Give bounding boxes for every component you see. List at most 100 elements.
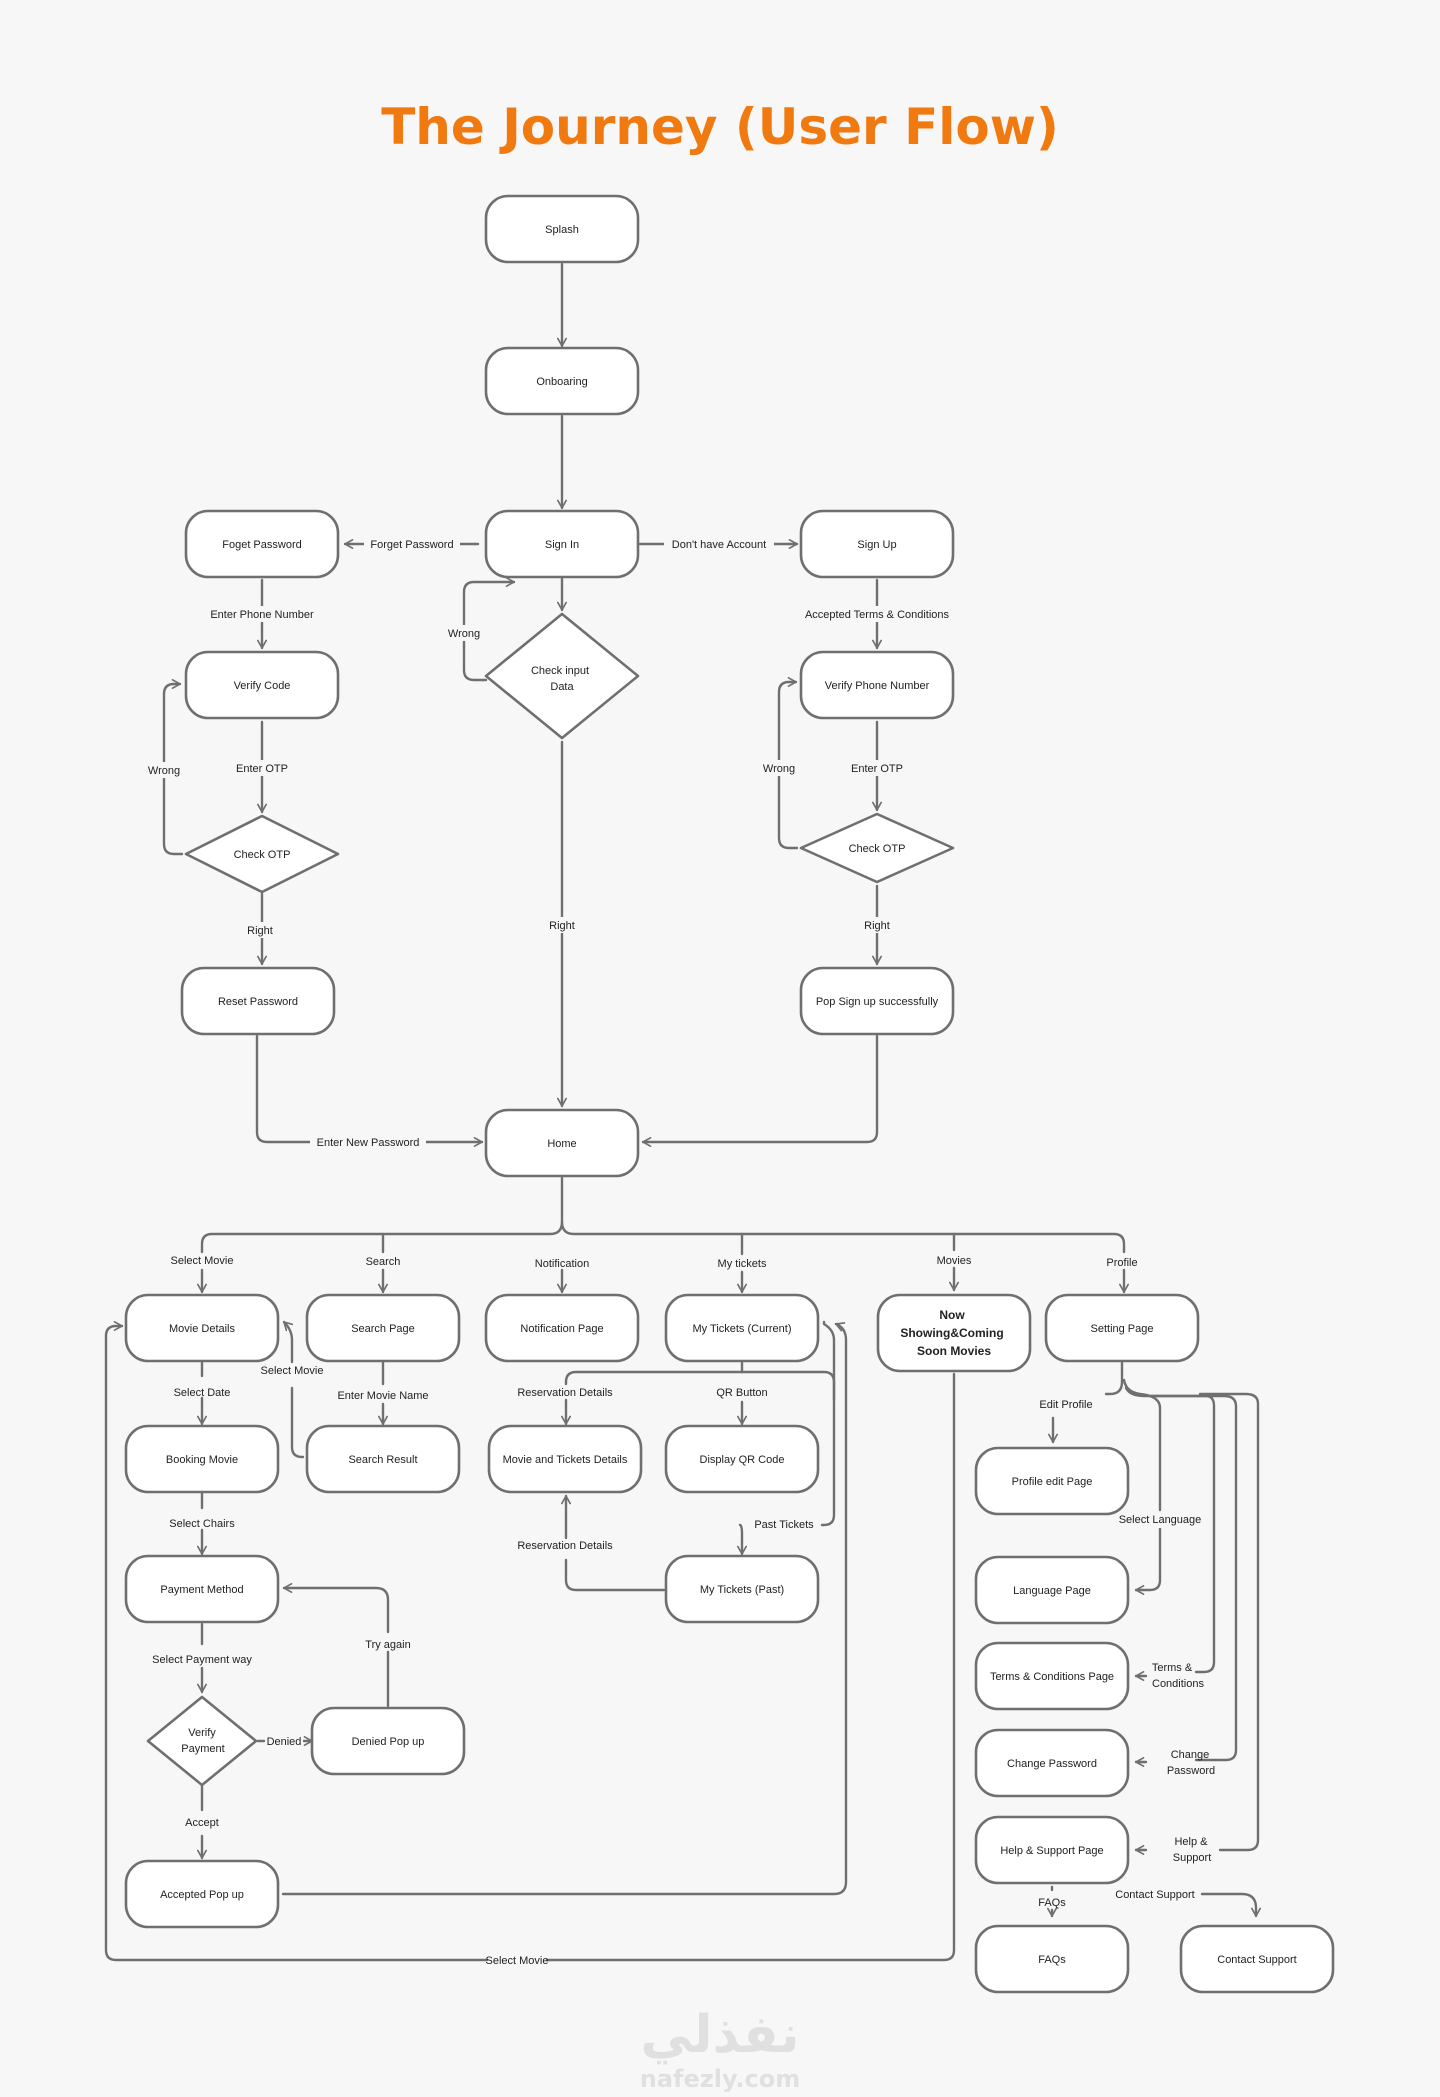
edge-current-past <box>740 1370 836 1527</box>
edge-label-search: Search <box>366 1256 401 1268</box>
edge-label-reservation-top: Reservation Details <box>517 1387 613 1399</box>
node-label-profile-edit: Profile edit Page <box>1012 1476 1093 1488</box>
edge-label-qr-button: QR Button <box>716 1387 767 1399</box>
watermark-arabic: نفذلي <box>640 2005 799 2065</box>
node-label-check-otp-left: Check OTP <box>234 849 291 861</box>
node-label-booking-movie: Booking Movie <box>166 1454 238 1466</box>
nodes <box>124 194 1335 1994</box>
node-label-verify-payment-1: Verify <box>188 1727 216 1739</box>
node-booking-movie <box>124 1424 280 1494</box>
edge-label-select-language: Select Language <box>1114 1512 1204 1528</box>
edge-past-branch <box>737 1523 747 1556</box>
edge-label-dont-have-account: Don't have Account <box>664 536 774 552</box>
node-label-pop-signup: Pop Sign up successfully <box>816 996 939 1008</box>
node-pop-signup <box>799 966 955 1036</box>
edge-setting-change <box>1148 1394 1238 1762</box>
node-label-notification-page: Notification Page <box>520 1323 603 1335</box>
node-terms-page <box>974 1641 1130 1711</box>
node-label-terms-page: Terms & Conditions Page <box>990 1671 1114 1683</box>
node-label-search-result: Search Result <box>348 1454 417 1466</box>
edge-label-help-2: Support <box>1173 1852 1212 1864</box>
node-profile-edit <box>974 1446 1130 1516</box>
node-label-contact-support: Contact Support <box>1217 1954 1297 1966</box>
node-label-now-showing-2: Showing&Coming <box>900 1326 1003 1340</box>
svg-text:Right: Right <box>864 920 890 932</box>
edge-wrong-signin <box>462 577 516 682</box>
node-label-now-showing-1: Now <box>939 1308 965 1322</box>
node-label-sign-up: Sign Up <box>857 539 896 551</box>
node-label-search-page: Search Page <box>351 1323 415 1335</box>
edge-setting-edit <box>1104 1360 1124 1396</box>
node-denied-popup <box>310 1706 466 1776</box>
node-label-now-showing-3: Soon Movies <box>917 1344 991 1358</box>
svg-text:Past Tickets: Past Tickets <box>754 1519 814 1531</box>
edge-label-profile: Profile <box>1106 1257 1137 1269</box>
edge-label-help-1: Help & <box>1174 1836 1208 1848</box>
edge-label-terms-1: Terms & <box>1152 1662 1193 1674</box>
node-splash <box>484 194 640 264</box>
node-label-help-support: Help & Support Page <box>1000 1845 1103 1857</box>
edge-label-right-right: Right <box>859 917 895 933</box>
node-label-home: Home <box>547 1138 576 1150</box>
node-sign-up <box>799 509 955 579</box>
node-accepted-popup <box>124 1859 280 1929</box>
node-movie-details <box>124 1293 280 1363</box>
node-movie-tickets-details <box>487 1424 643 1494</box>
edge-accepted-current <box>281 1322 848 1896</box>
edge-label-select-payment-way: Select Payment way <box>152 1654 252 1666</box>
node-my-tickets-past <box>664 1554 820 1624</box>
svg-text:Accepted Terms & Conditions: Accepted Terms & Conditions <box>805 609 950 621</box>
node-label-movie-tickets-details: Movie and Tickets Details <box>503 1454 628 1466</box>
node-label-movie-details: Movie Details <box>169 1323 236 1335</box>
edge-label-faqs: FAQs <box>1038 1897 1066 1909</box>
edge-label-select-movie-bottom: Select Movie <box>486 1955 549 1967</box>
node-check-otp-left <box>184 814 340 894</box>
svg-text:Right: Right <box>247 925 273 937</box>
edge-reset-home <box>255 1034 484 1147</box>
watermark-latin: nafezly.com <box>640 2065 800 2093</box>
edge-past-to-details <box>564 1558 666 1592</box>
edge-label-try-again: Try again <box>365 1639 410 1651</box>
node-my-tickets-current <box>664 1293 820 1363</box>
edge-label-forget-password: Forget Password <box>364 536 460 552</box>
node-label-display-qr: Display QR Code <box>700 1454 785 1466</box>
edge-label-my-tickets: My tickets <box>718 1258 767 1270</box>
node-search-page <box>305 1293 461 1363</box>
edge-label-select-movie-search: Select Movie <box>261 1365 324 1377</box>
edge-label-change-1: Change <box>1171 1749 1210 1761</box>
edge-help-contact <box>1200 1892 1261 1918</box>
node-change-password <box>974 1728 1130 1798</box>
node-label-denied-popup: Denied Pop up <box>352 1736 425 1748</box>
edge-label-terms-2: Conditions <box>1152 1678 1204 1690</box>
node-help-support <box>974 1815 1130 1885</box>
edge-label-wrong-signin: Wrong <box>444 625 484 641</box>
edge-label-enter-otp-left: Enter OTP <box>230 760 294 776</box>
edge-label-change-2: Password <box>1167 1765 1215 1777</box>
node-onboarding <box>484 346 640 416</box>
edge-label-wrong-right: Wrong <box>759 760 799 776</box>
svg-text:Enter OTP: Enter OTP <box>236 763 288 775</box>
node-label-faqs: FAQs <box>1038 1954 1066 1966</box>
node-verify-phone <box>799 650 955 720</box>
svg-text:Edit Profile: Edit Profile <box>1039 1399 1092 1411</box>
node-label-my-tickets-past: My Tickets (Past) <box>700 1584 784 1596</box>
node-setting-page <box>1044 1293 1200 1363</box>
node-contact-support <box>1179 1924 1335 1994</box>
node-search-result <box>305 1424 461 1494</box>
edge-label-enter-new-password: Enter New Password <box>310 1134 426 1150</box>
node-display-qr <box>664 1424 820 1494</box>
edge-pop-home <box>641 1034 879 1147</box>
node-label-verify-code: Verify Code <box>234 680 291 692</box>
node-verify-payment <box>146 1695 258 1787</box>
edge-qr-branch <box>564 1370 744 1386</box>
svg-text:Wrong: Wrong <box>763 763 795 775</box>
svg-text:Select Language: Select Language <box>1119 1514 1202 1526</box>
edge-label-wrong-left: Wrong <box>144 762 184 778</box>
edge-label-select-date: Select Date <box>174 1387 231 1399</box>
node-check-input <box>484 612 640 740</box>
node-label-my-tickets-current: My Tickets (Current) <box>692 1323 791 1335</box>
edge-label-right-center: Right <box>544 917 580 933</box>
node-label-reset-password: Reset Password <box>218 996 298 1008</box>
node-label-payment-method: Payment Method <box>160 1584 243 1596</box>
edge-home-branch-right <box>560 1220 1126 1254</box>
